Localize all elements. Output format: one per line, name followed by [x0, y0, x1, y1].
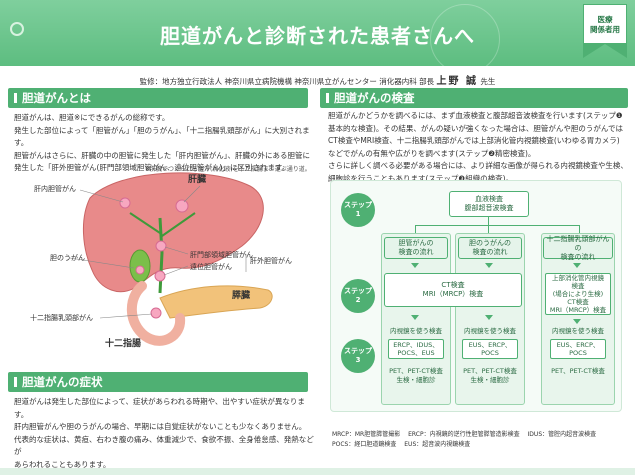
label-intrahepatic: 肝内胆管がん: [34, 185, 76, 193]
audience-tag-line2: 関係者用: [590, 25, 620, 34]
circle-decoration-icon: [10, 22, 24, 36]
body-line: 肝内胆管がんや胆のうがんの場合、早期には自覚症状がないことも少なくありません。: [14, 422, 307, 431]
label-extrahepatic: 肝外胆管がん: [250, 257, 292, 265]
body-line: CT検査やMRI検査、十二指腸乳頭部がんでは上部消化管内視鏡検査(いわゆる胃カメ…: [328, 136, 620, 145]
step-3-badge: ステップ 3: [341, 339, 375, 373]
body-line: 発生した部位によって「胆管がん」「胆のうがん」、「十二指腸乳頭部がん」に大別され…: [14, 125, 310, 148]
body-line: 細胞診を行うこともあります(ステップ❸組織の検査)。: [328, 173, 514, 183]
body-line: 代表的な症状は、黄疸、右わき腹の痛み、体重減少で、食欲不振、全身倦怠感、発熱など…: [14, 434, 314, 457]
section-body-tests: 胆道がんかどうかを調べるには、まず血液検査と腹部超音波検査を行います(ステップ❶…: [328, 110, 628, 185]
body-line: 胆管がんはさらに、肝臓の中の胆管に発生した「肝内胆管がん」、肝臓の外にある胆管に: [14, 150, 311, 160]
label-pancreas: 膵臓: [232, 291, 251, 301]
label-duodenum: 十二指腸: [105, 339, 142, 349]
body-line: さらに詳しく調べる必要がある場合には、より詳細な画像が得られる内視鏡検査や生検、: [328, 161, 628, 170]
step-2-badge: ステップ 2: [341, 279, 375, 313]
audience-tag-line1: 医療: [597, 15, 613, 24]
supervisor-prefix: 監修：地方独立行政法人 神奈川県立病院機構 神奈川県立がんセンター 消化器内科 …: [139, 77, 435, 86]
section-heading-symptoms: 胆道がんの症状: [8, 372, 308, 392]
basic-test-box: 血液検査 腹部超音波検査: [449, 191, 529, 217]
body-line: などでがんの有無や広がりを調べます(ステップ❷精密検査)。: [328, 148, 536, 158]
footer-band: [0, 468, 635, 475]
body-line: 発生した「肝外胆管がん(肝門部領域胆管がん、遠位胆管がん)」に区別されます。: [14, 163, 290, 172]
col3-endoscopy-box: EUS、ERCP、 POCS: [550, 339, 606, 359]
supervisor-name: 上野 誠: [436, 76, 479, 87]
body-line: 胆道がんかどうかを調べるには、まず血液検査と腹部超音波検査を行います(ステップ❶: [328, 111, 623, 120]
col2-pet: PET、PET-CT検査 生検・細胞診: [463, 367, 517, 384]
label-distal: 遠位胆管がん: [190, 263, 232, 271]
col1-pet: PET、PET-CT検査 生検・細胞診: [389, 367, 443, 384]
test-flow-diagram: ステップ 1 ステップ 2 ステップ 3 血液検査 腹部超音波検査 胆管がんの …: [330, 180, 622, 412]
abbr-item: EUS：超音波内視鏡検査: [404, 441, 471, 448]
page-title: 胆道がんと診断された患者さんへ: [160, 24, 475, 48]
abbreviation-legend: MRCP：MR胆管膵管撮影 ERCP：内視鏡的逆行性胆管膵管造影検査 IDUS：…: [332, 430, 627, 450]
footnote: ※肝臓でつくられる胆汁(消化液)を十二指腸まで運ぶ通り道。: [145, 166, 311, 173]
liver-anatomy-icon: [69, 172, 273, 346]
section-body-symptoms: 胆道がんは発生した部位によって、症状があらわれる時期や、出やすい症状が異なります…: [14, 396, 314, 471]
label-perihilar: 肝門部領域胆管がん: [190, 251, 253, 259]
audience-tag: 医療 関係者用: [583, 4, 627, 64]
ct-mri-box: CT検査 MRI（MRCP）検査: [384, 273, 522, 307]
col2-endoscopy-box: EUS、ERCP、 POCS: [462, 339, 518, 359]
section-body-what-is: 胆道がんは、胆道※にできるがんの総称です。 発生した部位によって「胆管がん」「胆…: [14, 112, 314, 175]
abbr-item: IDUS：管腔内超音波検査: [527, 431, 597, 438]
section-heading-tests: 胆道がんの検査: [320, 88, 628, 108]
abbr-item: POCS：経口胆道鏡検査: [332, 441, 397, 448]
label-ampullary: 十二指腸乳頭部がん: [30, 314, 93, 322]
supervisor-credit: 監修：地方独立行政法人 神奈川県立病院機構 神奈川県立がんセンター 消化器内科 …: [0, 72, 635, 87]
col1-endoscopy-box: ERCP、IDUS、 POCS、EUS: [388, 339, 444, 359]
col2-endoscopy-title: 内視鏡を使う検査: [464, 327, 516, 335]
label-gallbladder: 胆のうがん: [50, 254, 85, 262]
col1-head: 胆管がんの 検査の流れ: [384, 237, 448, 259]
body-line: あらわれることもあります。: [14, 459, 111, 469]
label-liver: 肝臓: [188, 175, 207, 185]
body-line: 基本的な検査)。その結果、がんの疑いが強くなった場合は、胆管がんや胆のうがんでは: [328, 123, 624, 133]
body-line: 胆道がんは発生した部位によって、症状があらわれる時期や、出やすい症状が異なります…: [14, 397, 305, 419]
col3-head: 十二指腸乳頭部がんの 検査の流れ: [543, 235, 613, 261]
anatomy-illustration: 肝内胆管がん 肝臓 胆のうがん 肝門部領域胆管がん 遠位胆管がん 肝外胆管がん …: [10, 158, 310, 363]
col3-step2-box: 上部消化管内視鏡 検査 (場合により生検) CT検査 MRI（MRCP）検査: [545, 273, 611, 315]
abbr-item: ERCP：内視鏡的逆行性胆管膵管造影検査: [408, 431, 520, 438]
col3-pet: PET、PET-CT検査: [551, 367, 605, 375]
supervisor-suffix: 先生: [480, 77, 496, 86]
header-banner: 胆道がんと診断された患者さんへ 医療 関係者用: [0, 0, 635, 74]
circle-decoration-icon: [430, 4, 500, 74]
col2-head: 胆のうがんの 検査の流れ: [458, 237, 522, 259]
section-heading-what-is: 胆道がんとは: [8, 88, 308, 108]
step-1-badge: ステップ 1: [341, 193, 375, 227]
body-line: 胆道がんは、胆道※にできるがんの総称です。: [14, 113, 170, 122]
col3-endoscopy-title: 内視鏡を使う検査: [552, 327, 604, 335]
abbr-item: MRCP：MR胆管膵管撮影: [332, 431, 401, 438]
col1-endoscopy-title: 内視鏡を使う検査: [390, 327, 442, 335]
